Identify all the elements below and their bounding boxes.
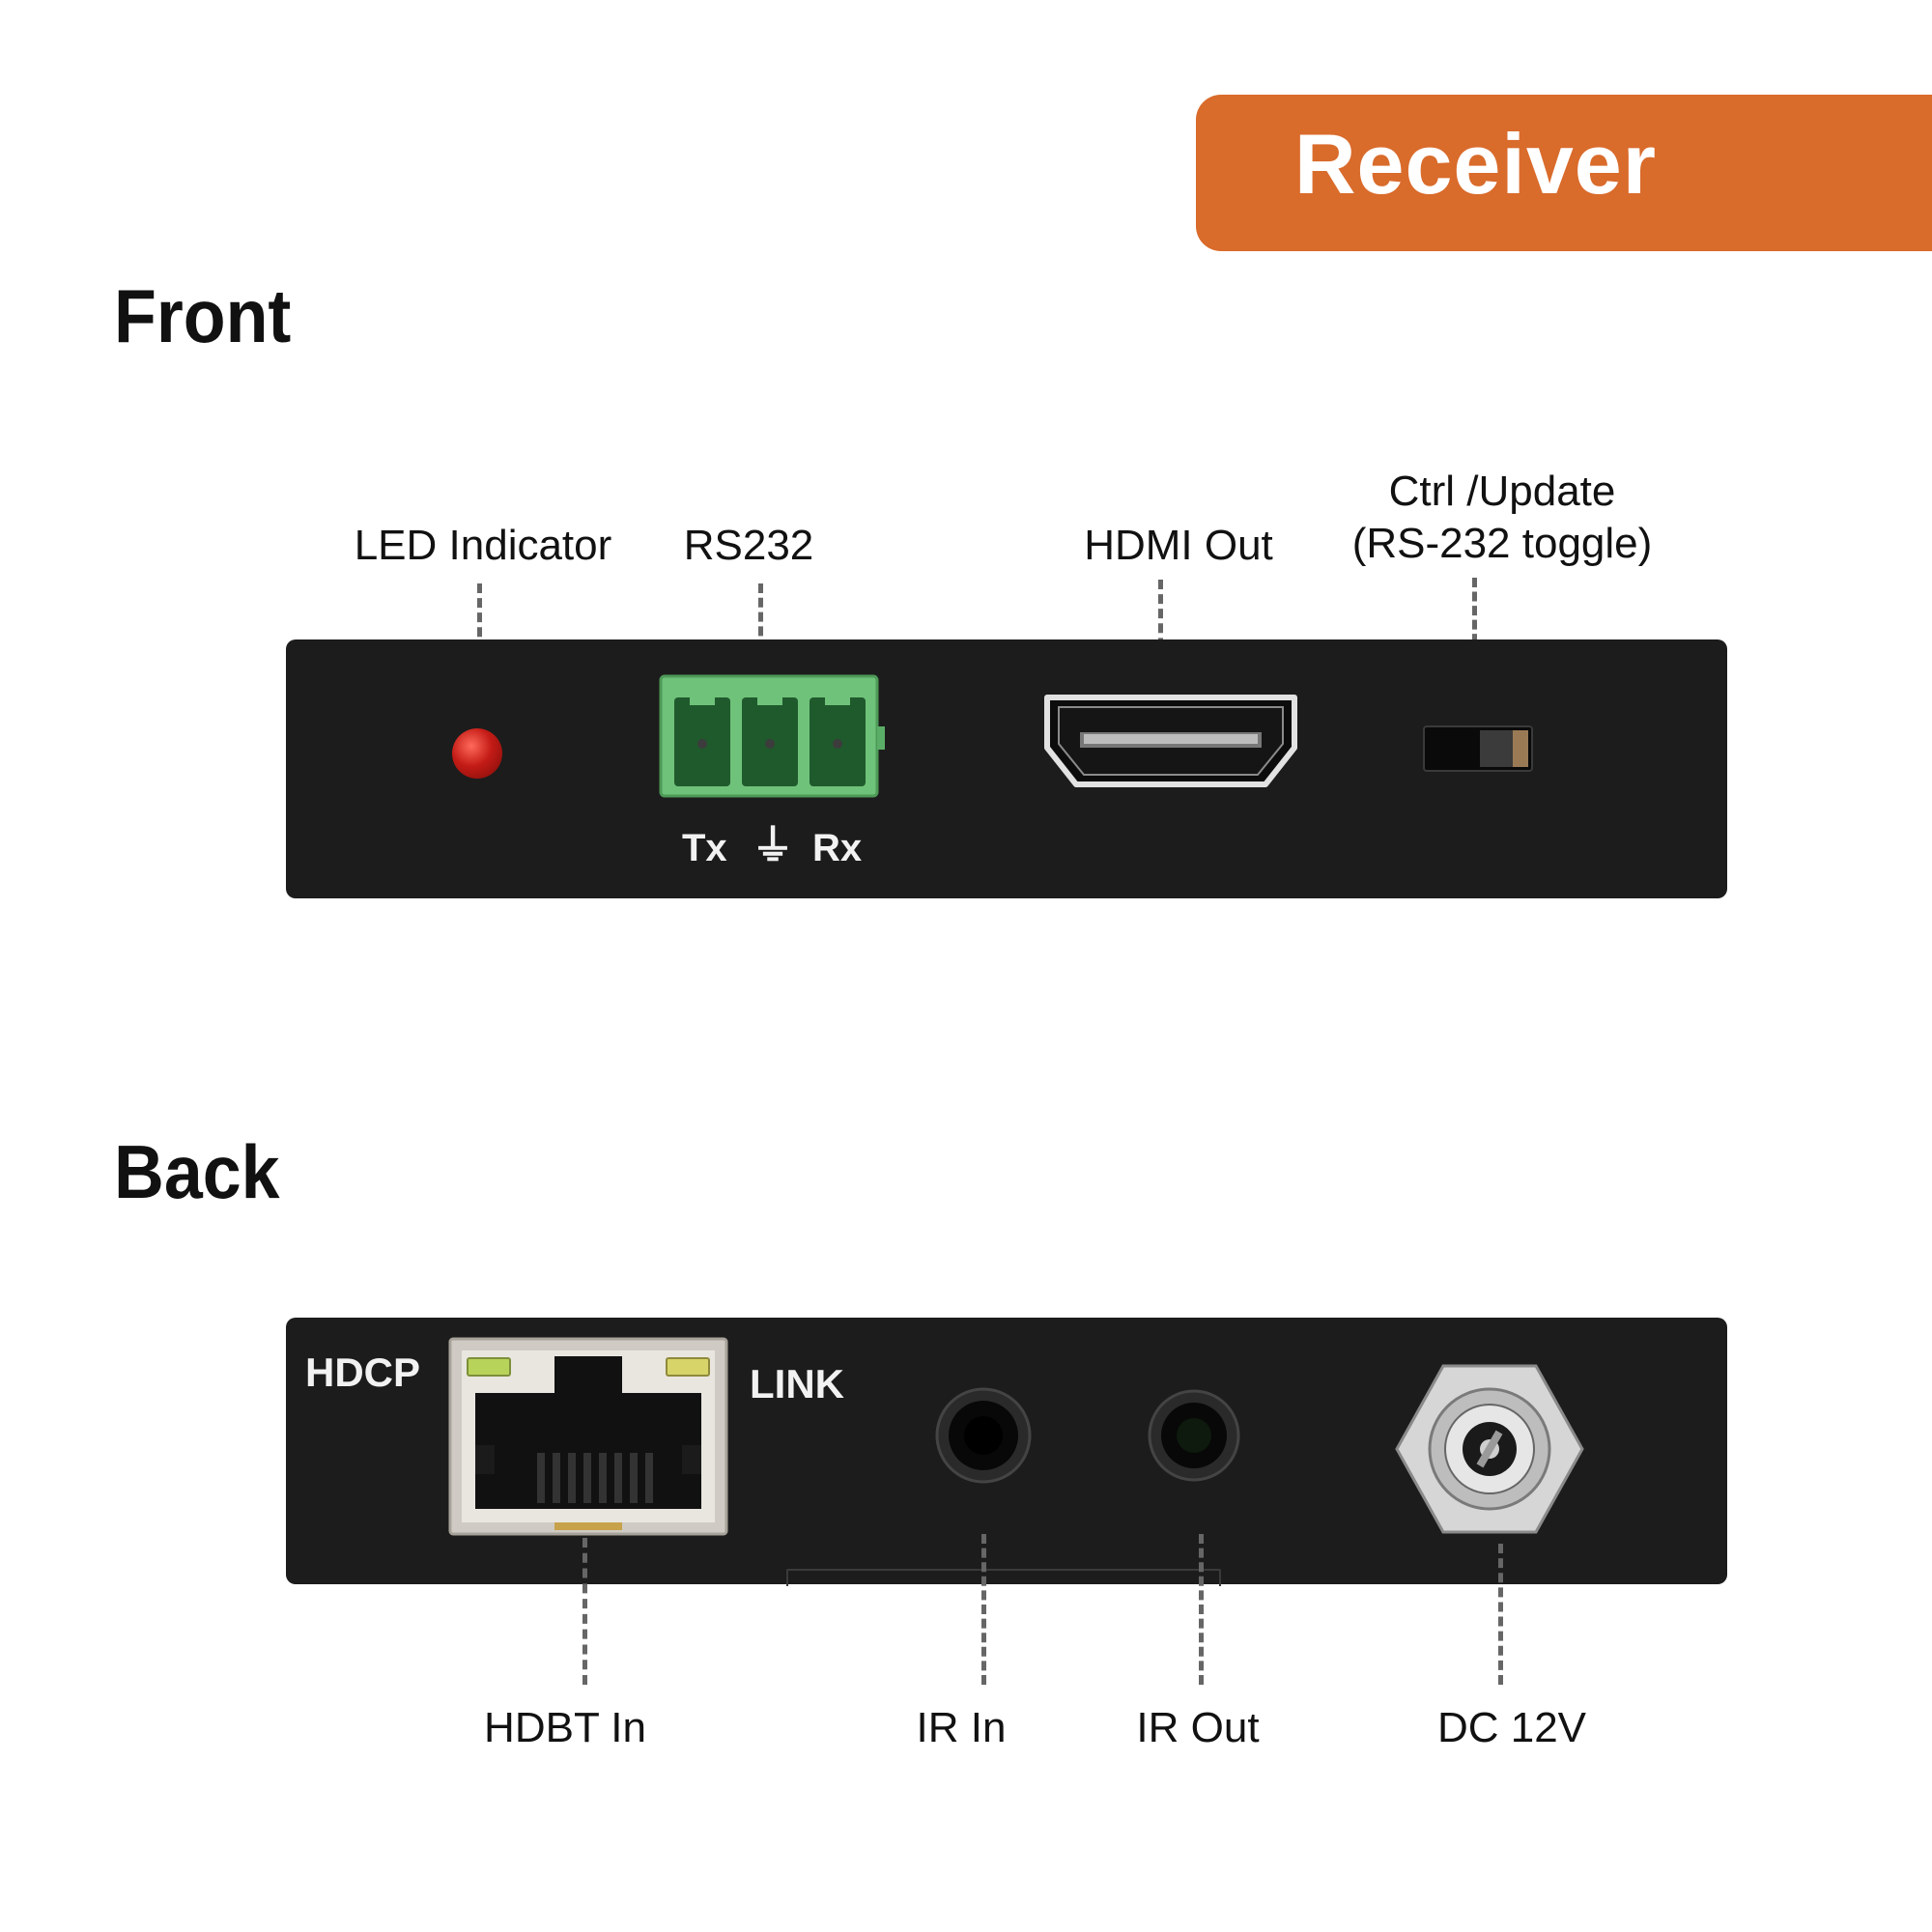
- ctrl-update-toggle[interactable]: [1423, 725, 1536, 773]
- receiver-banner: [1196, 95, 1932, 251]
- hdbt-in-label: HDBT In: [484, 1704, 646, 1751]
- front-panel: Tx ⏚ Rx: [286, 639, 1727, 898]
- terminal-label-rx: Rx: [812, 827, 863, 869]
- hdcp-label: HDCP: [305, 1350, 421, 1395]
- ir-out-label: IR Out: [1136, 1704, 1260, 1751]
- ground-symbol-icon: ⏚: [752, 822, 794, 869]
- ctrl-update-line2: (RS-232 toggle): [1351, 519, 1653, 567]
- hdbt-in-port[interactable]: [448, 1337, 728, 1536]
- ir-out-jack[interactable]: [1146, 1387, 1242, 1484]
- back-panel: HDCP LINK: [286, 1318, 1727, 1586]
- rs232-label: RS232: [683, 522, 814, 569]
- terminal-label-tx: Tx: [682, 827, 727, 869]
- bottom-slot: [786, 1569, 1221, 1586]
- ir-out-leader-line: [1199, 1534, 1204, 1685]
- rs232-terminal-block[interactable]: [659, 674, 885, 802]
- link-label: LINK: [750, 1361, 844, 1406]
- ir-in-leader-line: [981, 1534, 986, 1685]
- front-section-title: Front: [114, 273, 292, 358]
- ir-in-jack[interactable]: [933, 1385, 1034, 1486]
- hdmi-out-port[interactable]: [1037, 688, 1304, 794]
- led-indicator: [452, 728, 502, 779]
- back-section-title: Back: [114, 1129, 280, 1214]
- hdmi-out-label: HDMI Out: [1084, 522, 1273, 569]
- dc-12v-label: DC 12V: [1436, 1704, 1587, 1751]
- led-indicator-label: LED Indicator: [354, 522, 612, 569]
- ctrl-update-line1: Ctrl /Update: [1388, 468, 1616, 515]
- hdbt-leader-line: [582, 1538, 587, 1685]
- dc-leader-line: [1498, 1544, 1503, 1685]
- banner-title: Receiver: [1294, 116, 1657, 212]
- dc-12v-jack[interactable]: [1395, 1362, 1584, 1536]
- ir-in-label: IR In: [916, 1704, 1007, 1751]
- ctrl-update-label: Ctrl /Update (RS-232 toggle): [1328, 466, 1676, 569]
